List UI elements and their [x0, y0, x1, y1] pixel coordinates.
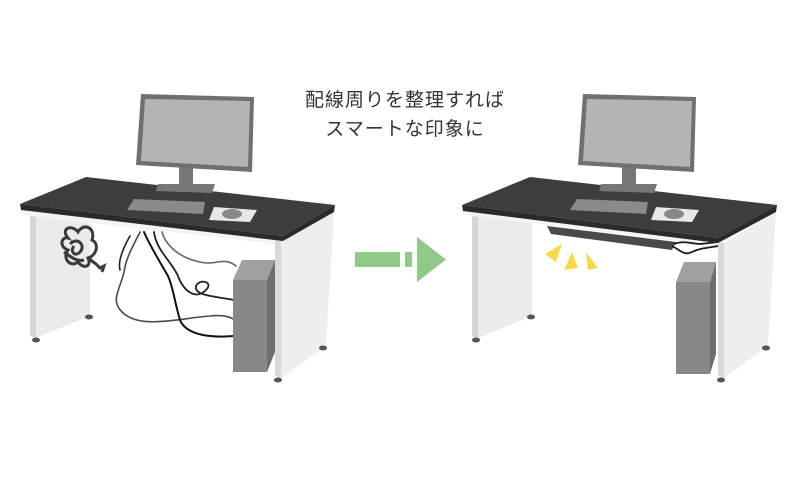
desk-foot — [472, 337, 480, 343]
desk-foot — [762, 345, 770, 351]
messy-cables — [115, 231, 241, 338]
monitor-stand-base — [599, 184, 657, 193]
desktop-front-edge — [462, 205, 718, 243]
monitor-screen — [583, 99, 692, 167]
monitor-stand-base — [156, 184, 215, 193]
monitor-stand-neck — [622, 166, 636, 188]
monitor-screen — [141, 99, 250, 167]
pc-tower-top — [676, 262, 716, 282]
pc-tower-front — [676, 282, 710, 374]
desk-apron — [463, 210, 724, 247]
routed-cables — [671, 241, 719, 255]
desk-foot — [85, 314, 93, 320]
keyboard — [127, 199, 205, 214]
desk-apron — [21, 210, 283, 245]
desk-foot — [717, 377, 725, 383]
desk-left-leg-edge — [472, 213, 478, 338]
before-desk-scene — [20, 94, 335, 383]
transition-arrow-icon — [355, 237, 446, 282]
keyboard — [570, 199, 648, 214]
desktop-front-edge — [20, 204, 283, 241]
tangled-cable-bundle — [60, 225, 107, 273]
desk-foot — [274, 377, 282, 383]
desk-right-leg-panel — [724, 212, 776, 378]
desktop-side-edge — [718, 205, 777, 243]
pc-tower-side — [710, 262, 716, 374]
caption-line-1: 配線周りを整理すれば — [304, 89, 505, 111]
pc-tower-front — [233, 280, 267, 372]
desk-left-leg-edge — [30, 212, 36, 338]
cable-tray — [547, 226, 676, 250]
mouse — [664, 209, 684, 219]
pc-tower-top — [233, 260, 275, 280]
desk-foot — [527, 314, 535, 320]
caption: 配線周りを整理すれば スマートな印象に — [290, 86, 520, 144]
desk-right-leg-edge — [275, 240, 281, 378]
sparkle-icon — [545, 244, 598, 270]
desk-left-leg-panel — [478, 214, 532, 338]
pc-tower-side — [267, 260, 275, 372]
mouse — [222, 209, 242, 219]
desktop-side-edge — [283, 205, 335, 241]
desk-foot — [319, 345, 327, 351]
after-desk-scene — [462, 94, 777, 383]
desk-right-leg-panel — [281, 212, 334, 378]
caption-line-2: スマートな印象に — [325, 118, 485, 140]
desk-foot — [32, 337, 40, 343]
monitor-stand-neck — [179, 166, 193, 188]
desk-left-leg-panel — [35, 212, 90, 338]
desk-right-leg-edge — [718, 243, 724, 378]
